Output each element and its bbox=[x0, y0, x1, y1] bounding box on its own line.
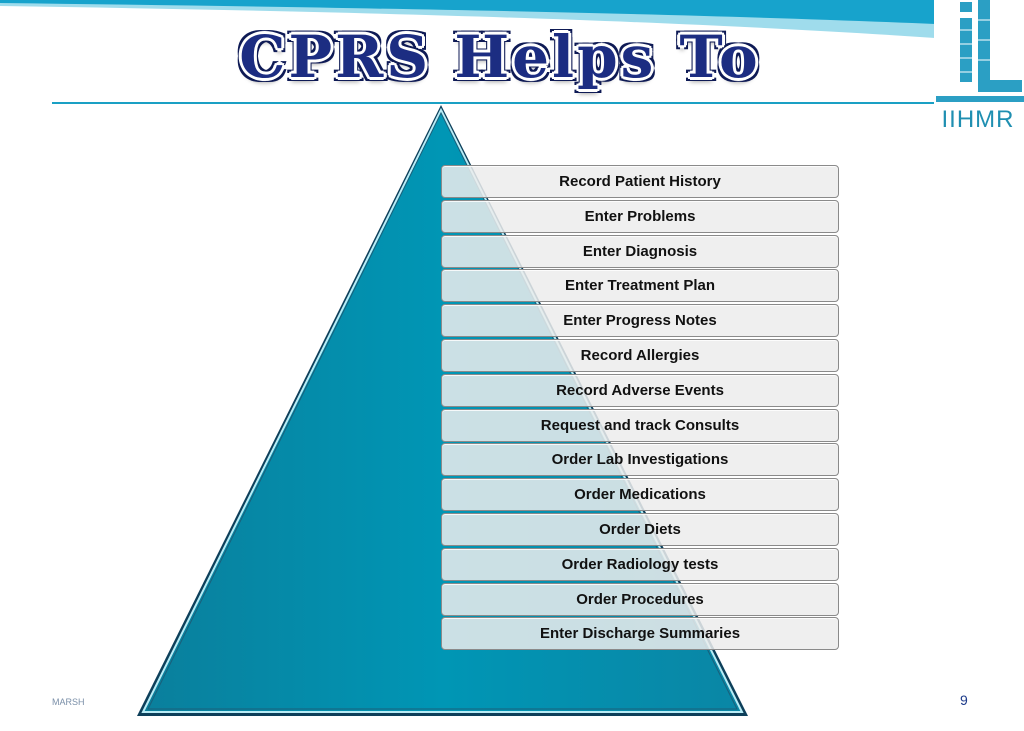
list-item: Record Patient History bbox=[441, 165, 839, 198]
iihmr-logo-icon bbox=[934, 0, 1024, 134]
header-banner bbox=[0, 0, 935, 38]
list-item: Enter Discharge Summaries bbox=[441, 617, 839, 651]
list-item: Order Procedures bbox=[441, 582, 839, 616]
list-item: Enter Progress Notes bbox=[441, 304, 839, 338]
list-item: Record Adverse Events bbox=[441, 373, 839, 407]
page-number: 9 bbox=[960, 692, 968, 708]
footer-author: MARSH bbox=[52, 697, 85, 707]
list-item: Record Allergies bbox=[441, 338, 839, 372]
list-item: Enter Diagnosis bbox=[441, 234, 839, 268]
cprs-task-list: Record Patient History Enter Problems En… bbox=[441, 165, 839, 652]
logo-text: IIHMR bbox=[941, 106, 1015, 133]
list-item: Order Medications bbox=[441, 478, 839, 512]
list-item: Enter Treatment Plan bbox=[441, 269, 839, 303]
list-item: Order Diets bbox=[441, 512, 839, 546]
title-divider bbox=[52, 102, 937, 104]
list-item: Enter Problems bbox=[441, 199, 839, 233]
list-item: Order Lab Investigations bbox=[441, 443, 839, 477]
slide-title: CPRS Helps To bbox=[239, 23, 761, 91]
list-item: Order Radiology tests bbox=[441, 547, 839, 581]
list-item: Request and track Consults bbox=[441, 408, 839, 442]
